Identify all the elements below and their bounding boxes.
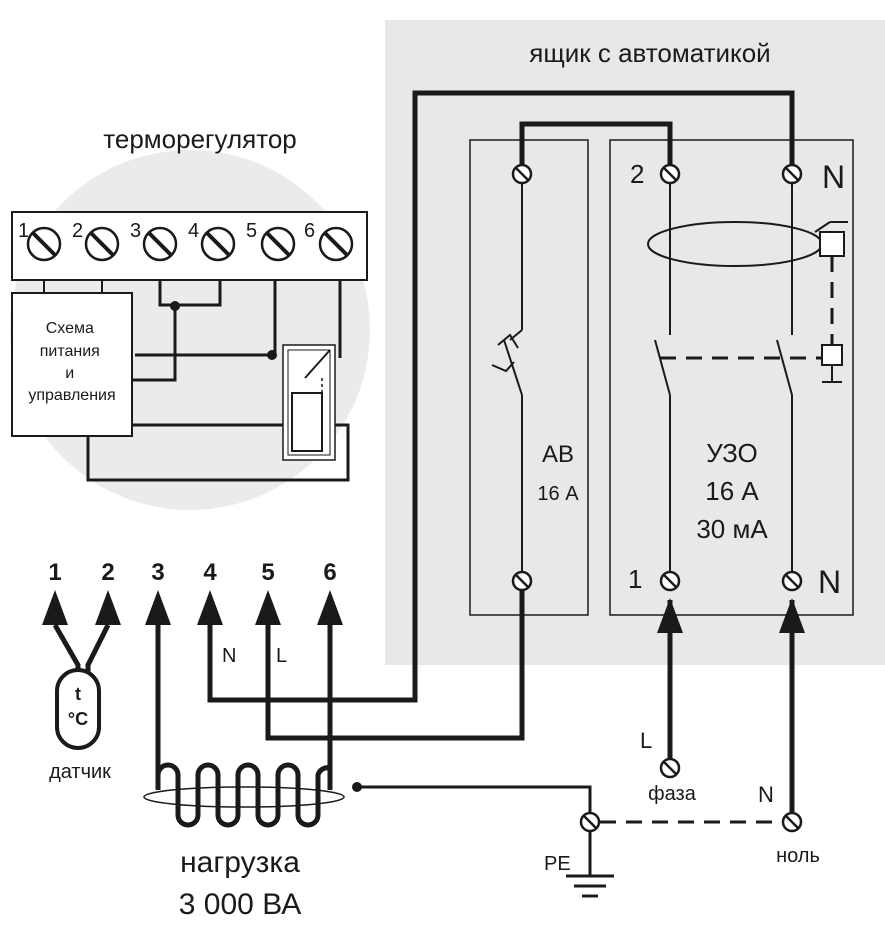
cable-arrow-4 <box>197 590 223 625</box>
cable-number-5: 5 <box>261 559 274 586</box>
cable-arrow-1 <box>42 590 68 625</box>
neutral-arrow <box>779 598 805 633</box>
rcd-terminal-1[interactable] <box>659 570 681 592</box>
cable-number-6: 6 <box>323 559 336 586</box>
rcd-label-n-bottom: N <box>818 564 841 600</box>
control-circuit-label: Схема питания и управления <box>28 320 115 404</box>
temperature-sensor: t °C <box>55 668 101 750</box>
load-power: 3 000 ВА <box>179 888 301 921</box>
rcd-module <box>609 139 854 616</box>
cable-arrow-2 <box>95 590 121 625</box>
cable-label-n: N <box>222 645 236 667</box>
cable-number-2: 2 <box>101 559 114 586</box>
breaker-name: АВ <box>542 441 574 468</box>
thermostat-internal-wiring <box>43 280 350 482</box>
cable-number-1: 1 <box>48 559 61 586</box>
load-label: нагрузка <box>180 846 300 879</box>
rcd-rating: 16 А <box>705 476 759 506</box>
thermostat-terminal-screw-3[interactable] <box>142 226 178 262</box>
thermostat-terminal-screw-5[interactable] <box>260 226 296 262</box>
sensor-symbol-c: °C <box>68 709 88 729</box>
cable-number-4: 4 <box>203 559 217 586</box>
thermostat-terminal-label-1: 1 <box>18 220 29 242</box>
rcd-terminal-n-bottom[interactable] <box>781 570 803 592</box>
thermostat-terminal-label-6: 6 <box>304 220 315 242</box>
thermostat-terminal-screw-6[interactable] <box>318 226 354 262</box>
phase-label: фаза <box>648 783 697 805</box>
breaker-module <box>469 139 589 616</box>
rcd-leakage: 30 мА <box>696 514 768 544</box>
sensor-label: датчик <box>49 761 111 783</box>
cable-label-l: L <box>276 645 287 667</box>
neutral-terminal[interactable] <box>781 811 803 833</box>
thermostat-terminal-block <box>11 211 368 281</box>
rcd-label-2: 2 <box>630 159 644 189</box>
rcd-name: УЗО <box>706 438 758 468</box>
thermostat-title: терморегулятор <box>103 124 297 154</box>
rcd-label-n-top: N <box>822 159 845 195</box>
relay <box>282 344 336 461</box>
phase-letter: L <box>640 728 652 753</box>
thermostat-terminal-screw-2[interactable] <box>84 226 120 262</box>
neutral-letter: N <box>758 782 774 807</box>
cable-arrow-6 <box>317 590 343 625</box>
breaker-bottom-terminal[interactable] <box>511 570 533 592</box>
ground-symbol <box>566 874 614 898</box>
neutral-label: ноль <box>776 845 820 867</box>
main-wiring <box>52 90 848 876</box>
thermostat-terminal-screw-1[interactable] <box>26 226 62 262</box>
breaker-top-terminal[interactable] <box>511 163 533 185</box>
earth-label: PE <box>544 853 571 875</box>
heating-load-coil <box>143 762 345 828</box>
earth-terminal[interactable] <box>579 811 601 833</box>
cable-arrow-5 <box>255 590 281 625</box>
rcd-terminal-n-top[interactable] <box>781 163 803 185</box>
thermostat-terminal-label-3: 3 <box>130 220 141 242</box>
rcd-label-1: 1 <box>628 564 642 594</box>
thermostat-terminal-label-5: 5 <box>246 220 257 242</box>
thermostat-terminal-label-4: 4 <box>188 220 199 242</box>
breaker-rating: 16 А <box>537 483 579 505</box>
phase-terminal[interactable] <box>659 757 681 779</box>
phase-arrow <box>657 598 683 633</box>
automation-box-title: ящик с автоматикой <box>529 38 770 68</box>
rcd-terminal-2[interactable] <box>659 163 681 185</box>
cable-number-3: 3 <box>151 559 164 586</box>
thermostat-terminal-screw-4[interactable] <box>200 226 236 262</box>
control-circuit-box <box>11 292 133 437</box>
cable-arrow-3 <box>145 590 171 625</box>
thermostat-terminal-label-2: 2 <box>72 220 83 242</box>
sensor-symbol-t: t <box>75 684 81 704</box>
